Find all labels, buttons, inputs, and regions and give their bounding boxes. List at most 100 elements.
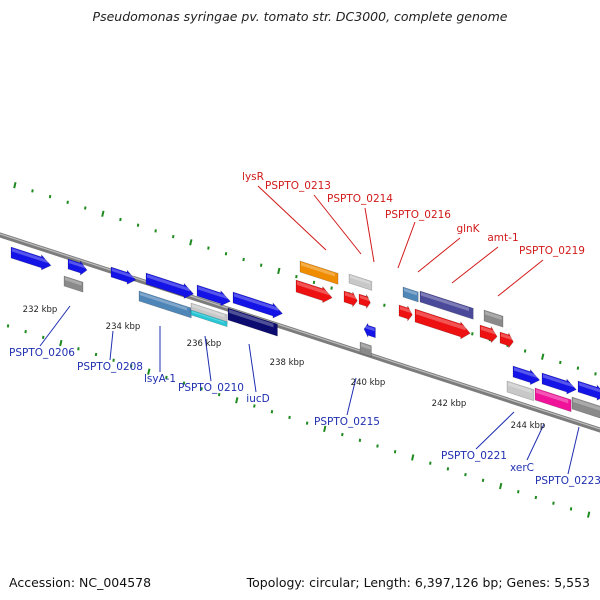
- gray-feature-0219-highlight: [484, 311, 502, 320]
- reverse-gene-amt-highlight: [415, 310, 466, 331]
- callout-line: [39, 305, 71, 347]
- forward-gene-0223: [577, 380, 600, 401]
- map-title: Pseudomonas syringae pv. tomato str. DC3…: [92, 9, 508, 24]
- scale-label: 236 kbp: [187, 339, 222, 349]
- navy-feature-iucD-highlight: [228, 309, 274, 328]
- label-layer: lysRPSPTO_0213PSPTO_0214PSPTO_0216glnKam…: [9, 171, 600, 487]
- gene-label-lower: PSPTO_0221: [441, 450, 507, 462]
- callout-line: [313, 194, 362, 255]
- cyan-feature-0210-highlight: [191, 311, 225, 323]
- reverse-gene-0219: [479, 324, 498, 344]
- gene-label-upper: lysR: [242, 171, 264, 183]
- backbone-highlight: [0, 233, 600, 430]
- gene-label-lower: PSPTO_0223: [535, 475, 600, 487]
- gene-label-lower: PSPTO_0206: [9, 347, 75, 359]
- scale-label: 240 kbp: [351, 378, 386, 388]
- forward-gene-0209-highlight: [197, 286, 228, 300]
- forward-gene-0206: [67, 258, 88, 276]
- gene-label-lower: PSPTO_0210: [178, 382, 244, 394]
- callout-line: [497, 259, 544, 297]
- callout-line: [248, 343, 257, 393]
- forward-gene-0215-highlight: [364, 325, 375, 332]
- forward-gene-0223-highlight: [578, 382, 600, 393]
- gene-label-lower: lsyA-1: [144, 373, 176, 385]
- forward-gene-0222-highlight: [542, 374, 574, 388]
- tick-mark-lower: [411, 454, 415, 461]
- gray-feature-0215: [359, 341, 372, 358]
- callout-line: [567, 426, 580, 475]
- reverse-gene-lysR: [295, 279, 333, 304]
- steelblue-feature-lsyA: [138, 290, 192, 319]
- callout-line: [526, 423, 545, 461]
- callout-line: [475, 411, 515, 450]
- gene-label-upper: PSPTO_0216: [385, 209, 451, 221]
- forward-gene-0221-highlight: [513, 367, 538, 379]
- gray-feature-0223: [571, 396, 600, 419]
- tick-mark-upper: [101, 210, 105, 217]
- callout-line: [204, 335, 212, 382]
- gene-label-lower: xerC: [510, 462, 534, 474]
- scale-label: 242 kbp: [432, 399, 467, 409]
- gene-label-lower: PSPTO_0215: [314, 416, 380, 428]
- gene-label-upper: PSPTO_0214: [327, 193, 393, 205]
- reverse-gene-amt: [414, 308, 471, 340]
- tick-mark-upper: [13, 182, 17, 189]
- tick-mark-lower: [499, 482, 503, 490]
- backbone-layer: [0, 232, 600, 433]
- forward-gene-0208: [145, 272, 195, 299]
- callout-line: [109, 330, 114, 361]
- lightgray-feature-0221-highlight: [507, 382, 532, 394]
- lightgray-feature-0221: [506, 380, 534, 402]
- orange-feature-lysR-highlight: [300, 262, 335, 277]
- magenta-feature-xerC-highlight: [535, 389, 569, 404]
- scale-label: 238 kbp: [270, 358, 305, 368]
- tick-track-lower: [6, 324, 591, 518]
- forward-gene-0210: [232, 291, 283, 319]
- magenta-feature-xerC: [534, 387, 572, 413]
- tick-mark-lower: [147, 368, 151, 375]
- callout-line: [397, 221, 416, 269]
- slate-feature-glnK: [419, 290, 474, 320]
- navy-feature-iucD: [227, 307, 278, 337]
- forward-gene-0208-highlight: [146, 274, 190, 292]
- gray-feature-0206: [63, 275, 84, 293]
- tick-mark-lower: [323, 425, 327, 433]
- reverse-gene-0214-highlight: [359, 295, 370, 302]
- steelblue-feature-lsyA-highlight: [139, 292, 188, 311]
- steelblue-feature-0216: [402, 286, 419, 303]
- gene-label-lower: iucD: [246, 393, 269, 405]
- gray-feature-0215-highlight: [360, 343, 371, 350]
- gene-label-upper: glnK: [456, 223, 480, 235]
- gray-feature-0219: [483, 309, 504, 328]
- forward-gene-0215: [363, 322, 376, 339]
- reverse-gene-0213-highlight: [344, 292, 357, 300]
- reverse-gene-0219b-highlight: [500, 333, 513, 341]
- accession-text: Accession: NC_004578: [9, 575, 152, 590]
- gray-feature-0223-highlight: [572, 398, 600, 411]
- reverse-gene-lysR-highlight: [296, 281, 330, 296]
- backbone-line: [0, 232, 600, 433]
- gene-label-upper: PSPTO_0213: [265, 180, 331, 192]
- genome-stats-text: Topology: circular; Length: 6,397,126 bp…: [246, 575, 590, 590]
- slate-feature-glnK-highlight: [420, 292, 469, 312]
- forward-gene-0210-highlight: [233, 293, 279, 311]
- reverse-gene-0219-highlight: [480, 326, 496, 335]
- tick-mark-upper: [189, 239, 193, 246]
- tick-mark-upper: [277, 267, 281, 275]
- feature-layer: [10, 246, 600, 419]
- forward-gene-0206-highlight: [68, 260, 86, 269]
- callout-lines: [39, 185, 580, 475]
- forward-gene-0207-highlight: [111, 268, 134, 279]
- forward-gene-0205: [10, 246, 52, 271]
- reverse-gene-0219b: [499, 331, 514, 349]
- forward-gene-0209: [196, 284, 231, 307]
- scale-label: 234 kbp: [106, 322, 141, 332]
- orange-feature-lysR: [299, 260, 339, 285]
- reverse-gene-0216-highlight: [399, 306, 412, 314]
- callout-line: [346, 377, 357, 416]
- callout-line: [451, 246, 499, 284]
- lightgray-feature-0213: [348, 273, 373, 291]
- tick-mark-lower: [59, 339, 63, 347]
- tick-mark-upper: [541, 353, 545, 360]
